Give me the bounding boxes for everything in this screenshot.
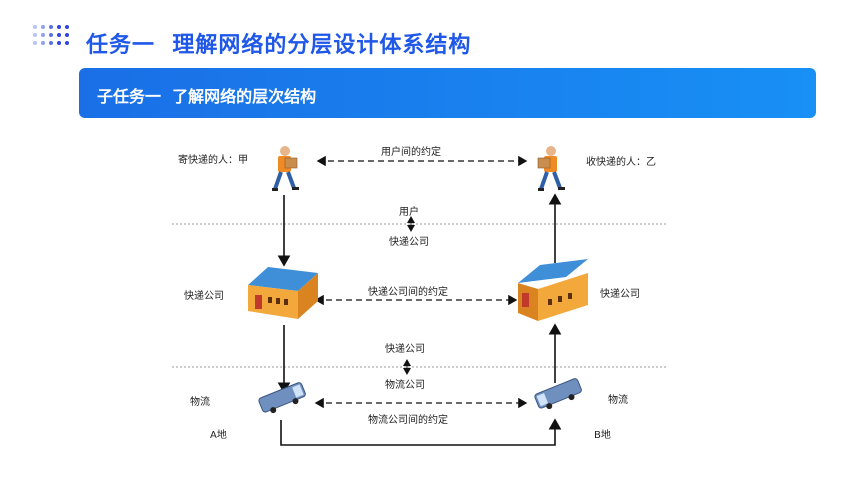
section-title: 子任务一 了解网络的层次结构 — [97, 87, 317, 106]
courier-left-label: 快递公司 — [184, 291, 224, 302]
diagram-graphics — [172, 146, 667, 446]
receiver-label: 收快递的人：乙 — [586, 157, 656, 168]
page-title: 任务一 理解网络的分层设计体系结构 — [86, 33, 472, 58]
logistics-left-label: 物流 — [190, 397, 210, 408]
left-courier-house-icon — [248, 267, 318, 319]
receiver-person-icon — [537, 146, 565, 191]
flow-path-a-to-b — [280, 418, 562, 446]
logistics-agreement-label: 物流公司间的约定 — [368, 415, 448, 426]
sender-label: 寄快递的人：甲 — [178, 155, 248, 166]
user-agreement-label: 用户间的约定 — [381, 147, 441, 158]
decorative-dots-icon — [33, 25, 69, 51]
right-truck-icon — [534, 378, 582, 410]
place-b-label: B地 — [594, 430, 611, 441]
courier-right-label: 快递公司 — [600, 289, 640, 300]
sender-person-icon — [272, 146, 299, 191]
layer-diagram: 寄快递的人：甲 收快递的人：乙 用户间的约定 用户 快递公司 快递公司 快递公司… — [172, 137, 667, 447]
logistics-right-label: 物流 — [608, 395, 628, 406]
courier-company-mid-label: 快递公司 — [385, 344, 425, 355]
right-courier-house-icon — [518, 259, 588, 321]
user-layer-label: 用户 — [399, 207, 419, 218]
left-truck-icon — [258, 382, 306, 414]
courier-company-top-label: 快递公司 — [389, 237, 429, 248]
section-banner: 子任务一 了解网络的层次结构 — [79, 68, 816, 118]
courier-agreement-label: 快递公司间的约定 — [368, 287, 448, 298]
place-a-label: A地 — [210, 430, 227, 441]
logistics-company-label: 物流公司 — [385, 380, 425, 391]
